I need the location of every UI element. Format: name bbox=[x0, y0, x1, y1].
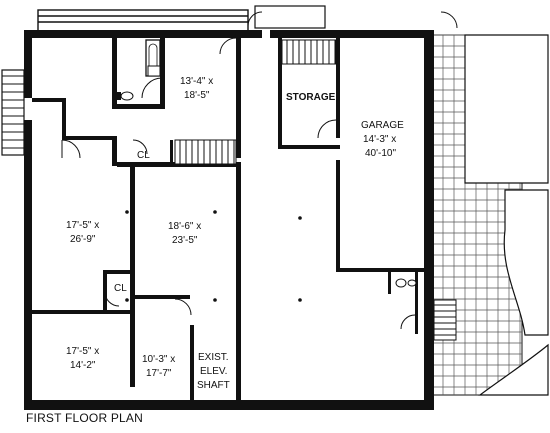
elevator-label-2: ELEV. bbox=[200, 366, 227, 377]
bedroom-top-dim-2: 18'-5" bbox=[184, 90, 210, 101]
center-stair bbox=[174, 139, 237, 165]
entry-stair bbox=[1, 69, 25, 156]
garage-dim-2: 40'-10" bbox=[365, 148, 396, 159]
room-left-dim-1: 17'-5" x bbox=[66, 220, 99, 231]
room-bottom-mid-dim-1: 10'-3" x bbox=[142, 354, 175, 365]
bedroom-top-dim-1: 13'-4" x bbox=[180, 76, 213, 87]
room-labels: 13'-4" x 18'-5" STORAGE GARAGE 14'-3" x … bbox=[66, 76, 404, 391]
plan-title: FIRST FLOOR PLAN bbox=[26, 411, 144, 425]
room-center-dim-2: 23'-5" bbox=[172, 235, 198, 246]
room-left-dim-2: 26'-9" bbox=[70, 234, 96, 245]
storage-label: STORAGE bbox=[286, 92, 336, 103]
room-bottom-left-dim-2: 14'-2" bbox=[70, 360, 96, 371]
closet-lower-label: CL bbox=[114, 283, 127, 294]
planting-area bbox=[464, 34, 549, 396]
patio-stair bbox=[433, 299, 457, 341]
room-center-dim-1: 18'-6" x bbox=[168, 221, 201, 232]
closet-upper-label: CL bbox=[137, 150, 150, 161]
toilet bbox=[117, 91, 134, 101]
doors bbox=[61, 11, 458, 330]
exterior-walls bbox=[24, 30, 434, 410]
powder-toilet bbox=[395, 278, 417, 288]
room-bottom-mid-dim-2: 17'-7" bbox=[146, 368, 172, 379]
storage-stair bbox=[281, 39, 337, 65]
garage-label: GARAGE bbox=[361, 120, 404, 131]
room-bottom-left-dim-1: 17'-5" x bbox=[66, 346, 99, 357]
interior-walls bbox=[32, 38, 424, 402]
column-markers bbox=[125, 210, 302, 302]
top-planter bbox=[37, 5, 326, 33]
sink bbox=[147, 65, 161, 77]
elevator-label-1: EXIST. bbox=[198, 352, 229, 363]
elevator-label-3: SHAFT bbox=[197, 380, 230, 391]
garage-dim-1: 14'-3" x bbox=[363, 134, 396, 145]
